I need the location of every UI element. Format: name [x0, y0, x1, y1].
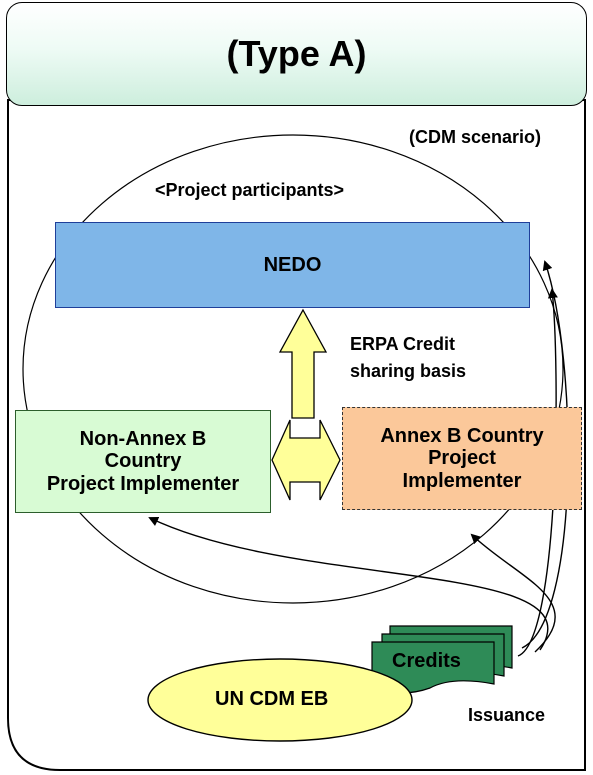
header-banner: (Type A): [6, 2, 587, 106]
participants-label: <Project participants>: [155, 180, 345, 200]
erpa-label-line-1: ERPA Credit: [350, 334, 456, 354]
participants-circle: [22, 134, 564, 604]
annex-b-line-2: Project: [428, 447, 496, 470]
annex-b-box: Annex B Country Project Implementer: [342, 407, 582, 510]
annex-b-line-3: Implementer: [402, 469, 522, 492]
erpa-label-line-2: sharing basis: [350, 361, 467, 381]
credits-label: Credits: [392, 650, 461, 672]
nedo-box: NEDO: [55, 222, 530, 308]
arrow-credits-to-nonannex: [148, 516, 549, 651]
nedo-label: NEDO: [263, 253, 322, 276]
issuance-label: Issuance: [468, 705, 546, 725]
arrow-credits-to-annexb: [470, 533, 556, 653]
annex-b-line-1: Annex B Country: [380, 424, 544, 447]
erpa-label: ERPA Credit sharing basis: [350, 331, 466, 385]
non-annex-line-2: Country: [104, 450, 182, 473]
page-title: (Type A): [226, 33, 367, 74]
un-cdm-eb-label: UN CDM EB: [215, 688, 329, 710]
non-annex-line-1: Non-Annex B: [79, 427, 207, 450]
erpa-double-arrow: [271, 419, 341, 501]
un-cdm-eb-ellipse: [147, 658, 413, 742]
non-annex-b-box: Non-Annex B Country Project Implementer: [15, 410, 271, 513]
scenario-label: (CDM scenario): [409, 127, 542, 147]
erpa-up-arrow: [278, 308, 328, 419]
non-annex-line-3: Project Implementer: [46, 472, 240, 495]
